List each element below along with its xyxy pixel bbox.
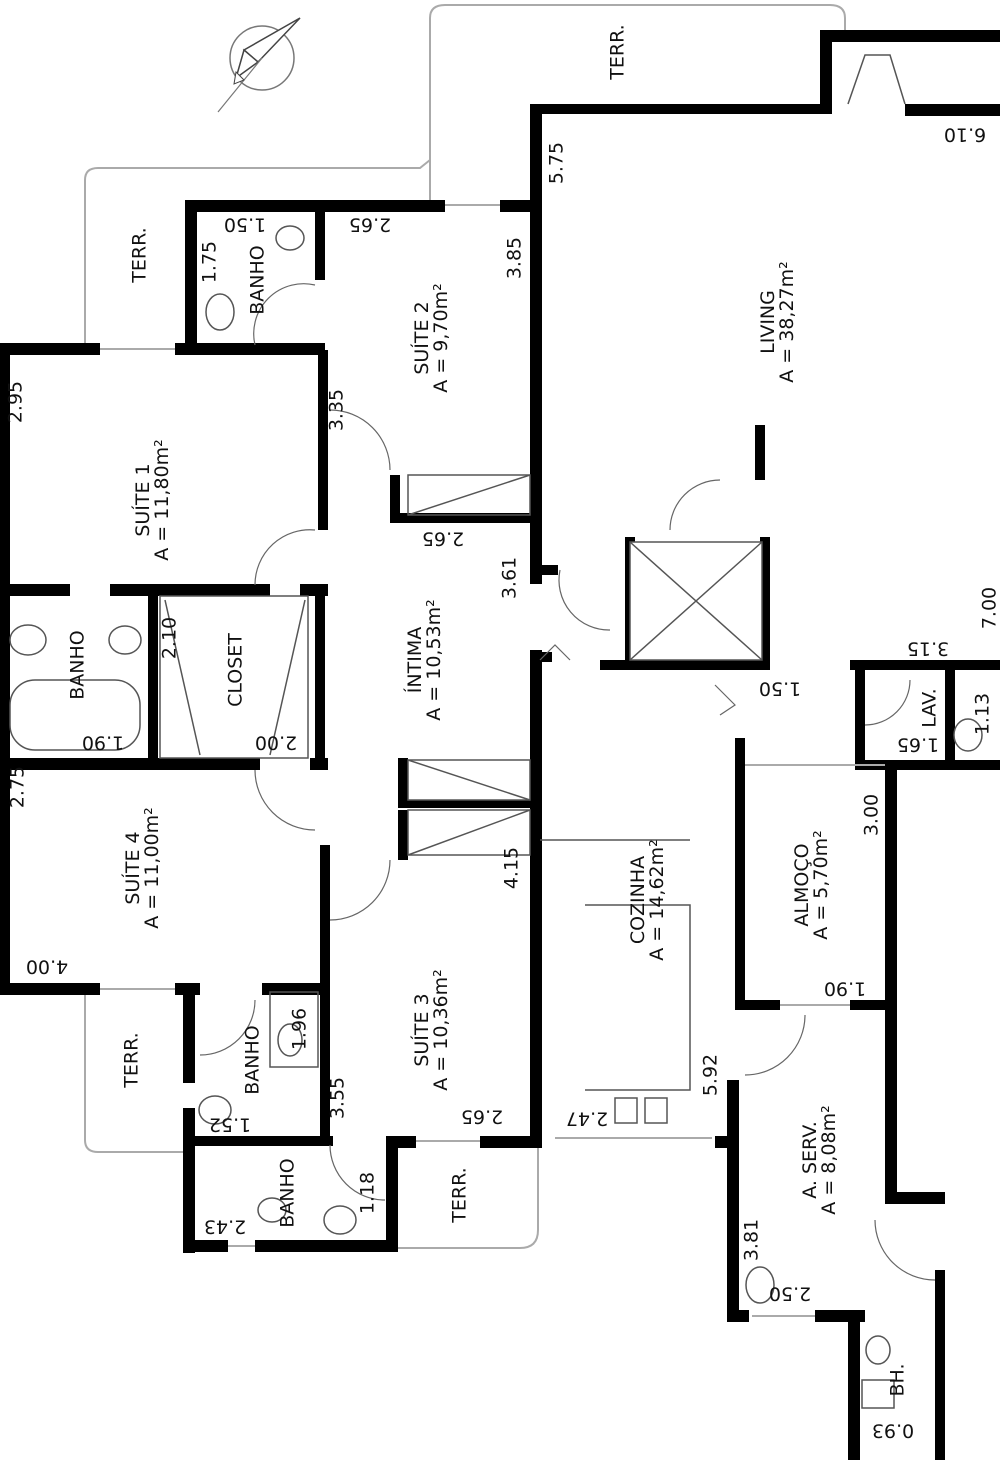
room-terrace-bottom: TERR. bbox=[448, 1167, 471, 1223]
dim-suite-3-height: 3.55 bbox=[326, 1076, 349, 1120]
dim-banho-1-width: 1.90 bbox=[81, 731, 125, 754]
dim-living-width: 6.10 bbox=[943, 123, 987, 146]
dim-lavabo-width-2: 1.65 bbox=[896, 733, 940, 756]
dim-banho-2-height: 1.75 bbox=[198, 240, 221, 284]
room-banho-suite-2: BANHO bbox=[246, 245, 269, 315]
dim-banho-2-width: 1.50 bbox=[223, 213, 267, 236]
dim-servico-width: 2.50 bbox=[768, 1282, 812, 1305]
terrace-outlines bbox=[84, 4, 846, 1249]
dim-hall-height: 3.61 bbox=[498, 556, 521, 600]
dim-kitchen-width: 2.47 bbox=[565, 1107, 609, 1130]
room-terrace-top: TERR. bbox=[606, 24, 629, 80]
room-banho-suite-4: BANHO bbox=[241, 1025, 264, 1095]
dim-kitchen-side: 5.92 bbox=[699, 1053, 722, 1097]
room-terrace-left-top: TERR. bbox=[128, 227, 151, 283]
dim-elevator-width: 1.50 bbox=[758, 677, 802, 700]
dim-suite-4-width: 4.00 bbox=[25, 955, 69, 978]
dim-banho-3-width: 2.43 bbox=[203, 1215, 247, 1238]
dim-banho-3-height: 1.18 bbox=[356, 1171, 379, 1215]
dim-closet-width: 2.00 bbox=[254, 731, 298, 754]
dim-living-height: 5.75 bbox=[545, 141, 568, 185]
north-arrow-icon bbox=[217, 17, 301, 113]
dim-intima-height: 3.35 bbox=[325, 388, 348, 432]
doors bbox=[199, 283, 936, 1281]
walls bbox=[0, 30, 1000, 1460]
room-area-servico: A. SERV.A = 8,08m² bbox=[799, 1105, 840, 1215]
dim-right-edge: 7.00 bbox=[978, 586, 1000, 630]
room-closet: CLOSET bbox=[224, 633, 247, 707]
dim-almoco-height: 3.00 bbox=[860, 793, 883, 837]
room-terrace-left-bottom: TERR. bbox=[120, 1032, 143, 1088]
dim-suite-2-bottom: 2.65 bbox=[421, 527, 465, 550]
dim-almoco-width: 1.90 bbox=[823, 977, 867, 1000]
dim-banho-4-height: 1.96 bbox=[288, 1007, 311, 1051]
dim-servico-height: 3.81 bbox=[740, 1218, 763, 1262]
dim-closet-height: 2.10 bbox=[158, 616, 181, 660]
room-lavabo: LAV. bbox=[918, 688, 941, 728]
dim-kitchen-height: 4.15 bbox=[500, 846, 523, 890]
dim-bh-width: 0.93 bbox=[871, 1419, 915, 1442]
dim-suite-2-height: 3.85 bbox=[503, 236, 526, 280]
dim-lavabo-width: 3.15 bbox=[906, 637, 950, 660]
dim-suite-4-height: 2.75 bbox=[6, 765, 29, 809]
dim-suite-2-width: 2.65 bbox=[348, 213, 392, 236]
dim-banho-4-width: 1.52 bbox=[208, 1113, 252, 1136]
dim-suite-3-width: 2.65 bbox=[460, 1105, 504, 1128]
room-banho-suite-1: BANHO bbox=[66, 630, 89, 700]
room-bh: BH. bbox=[886, 1363, 909, 1397]
dim-lavabo-height: 1.13 bbox=[971, 692, 994, 736]
room-banho-suite-3: BANHO bbox=[276, 1158, 299, 1228]
dim-suite-1-height: 2.95 bbox=[4, 380, 27, 424]
fixtures bbox=[9, 54, 983, 1409]
